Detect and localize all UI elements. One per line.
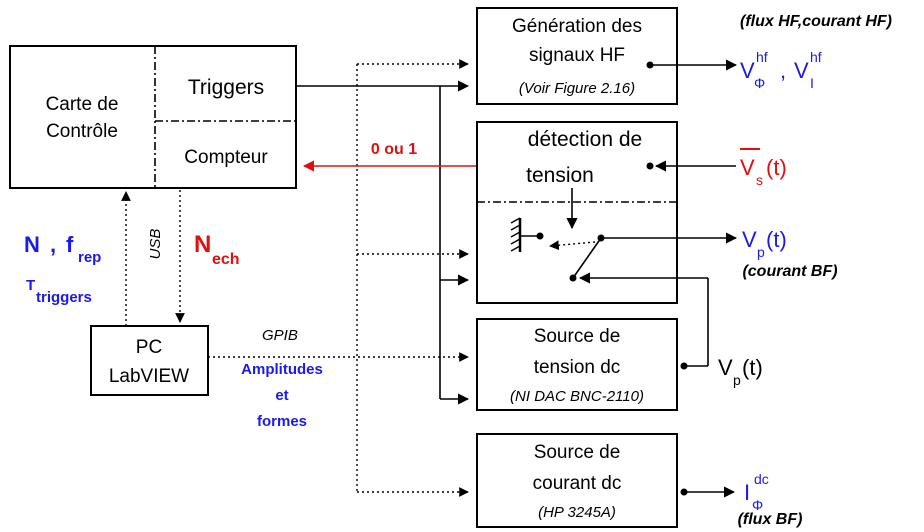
param-n: N xyxy=(24,232,40,257)
v-phi-hf: V xyxy=(740,58,755,83)
detection-title-1: détection de xyxy=(528,128,642,151)
hf-note: (flux HF,courant HF) xyxy=(740,13,892,30)
vsource-title-2: tension dc xyxy=(534,357,621,378)
iphi-sup: dc xyxy=(754,471,769,487)
zero-or-one-label: 0 ou 1 xyxy=(371,141,417,158)
v-i-hf-sup: hf xyxy=(810,49,822,65)
amplitudes-label: Amplitudes xyxy=(241,361,323,378)
detection-title-2: tension xyxy=(526,164,594,187)
switch-symbol xyxy=(510,188,738,282)
counter-label: Compteur xyxy=(184,147,268,168)
hf-gen-ref: (Voir Figure 2.16) xyxy=(519,80,635,97)
isource-model: (HP 3245A) xyxy=(538,504,616,521)
vs-sub: s xyxy=(756,172,763,188)
voltage-detection-block: détection de tension xyxy=(476,121,678,304)
iphi-i: I xyxy=(744,480,750,505)
control-board-title-1: Carte de xyxy=(46,94,119,115)
triggers-label: Triggers xyxy=(188,76,264,99)
v-i-hf: V xyxy=(794,58,809,83)
isource-title-1: Source de xyxy=(534,442,621,463)
vp-dc-v: V xyxy=(718,355,733,380)
vs-v: V xyxy=(740,155,755,180)
vp-dc-arg: (t) xyxy=(742,355,763,380)
vp-v: V xyxy=(742,227,757,252)
vsource-model: (NI DAC BNC-2110) xyxy=(510,388,644,405)
vsource-title-1: Source de xyxy=(534,326,621,347)
param-comma: , xyxy=(50,232,56,257)
param-t-sub: triggers xyxy=(36,289,92,306)
v-i-hf-sub: I xyxy=(810,75,814,91)
vp-sub: p xyxy=(757,244,765,260)
vs-arg: (t) xyxy=(766,155,787,180)
vp-arg: (t) xyxy=(766,227,787,252)
v-phi-hf-sub: Φ xyxy=(754,75,765,91)
hf-gen-title-1: Génération des xyxy=(512,16,642,37)
pc-labview-block: PC LabVIEW xyxy=(90,325,209,396)
iphi-dc-label: I dc Φ xyxy=(744,471,769,513)
hf-generator-block: Génération des signaux HF (Voir Figure 2… xyxy=(476,7,678,105)
iphi-sub: Φ xyxy=(752,497,763,513)
labview-label: LabVIEW xyxy=(109,366,189,387)
hf-gen-title-2: signaux HF xyxy=(529,45,625,66)
control-board-block: Carte de Contrôle Triggers Compteur xyxy=(9,45,297,189)
gpib-label: GPIB xyxy=(262,327,298,344)
flux-bf-note: (flux BF) xyxy=(738,511,803,528)
v-phi-hf-sup: hf xyxy=(756,49,768,65)
formes-label: formes xyxy=(257,413,307,430)
param-nech-sub: ech xyxy=(212,251,240,268)
isource-title-2: courant dc xyxy=(533,473,622,494)
param-f: f xyxy=(66,232,74,257)
detection-output-link: 0 ou 1 xyxy=(302,141,492,172)
trigger-bus xyxy=(296,80,470,405)
param-f-sub: rep xyxy=(78,249,101,266)
param-nech: N xyxy=(194,231,211,258)
v-sep: , xyxy=(780,58,786,83)
pc-label: PC xyxy=(136,337,162,358)
et-label: et xyxy=(275,387,288,404)
hf-outputs: V hf Φ , V hf I xyxy=(740,49,822,91)
vp-output-label: V p (t) xyxy=(742,227,787,260)
voltage-source-block: Source de tension dc (NI DAC BNC-2110) xyxy=(476,318,678,411)
control-board-title-2: Contrôle xyxy=(46,121,118,142)
usb-label: USB xyxy=(147,229,164,260)
courant-bf-note: (courant BF) xyxy=(742,263,837,280)
vp-dc-sub: p xyxy=(733,372,741,388)
param-t: T xyxy=(26,277,35,294)
gpib-bus xyxy=(208,59,469,497)
vp-dc-label: V p (t) xyxy=(718,355,763,388)
vs-input-label: V s (t) xyxy=(740,148,787,188)
current-source-block: Source de courant dc (HP 3245A) xyxy=(476,433,678,528)
